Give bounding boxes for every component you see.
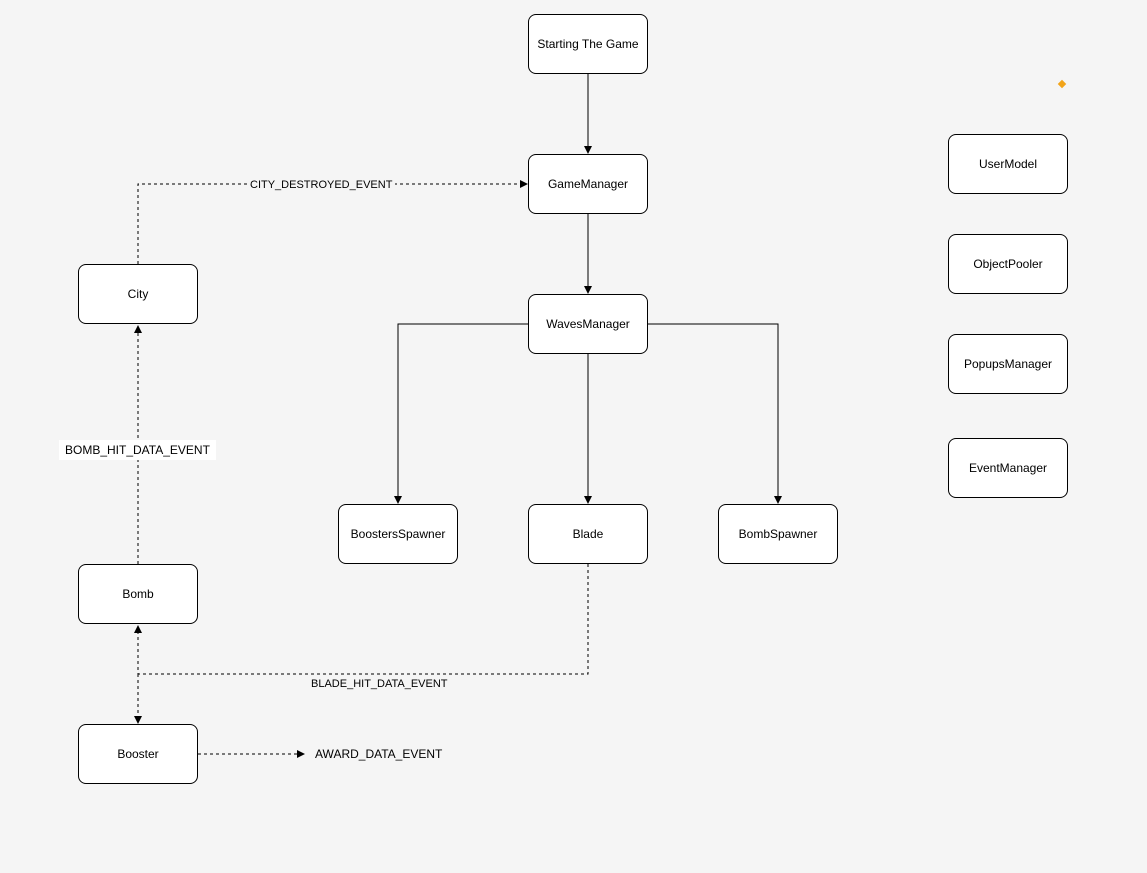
node-boosters-spawner[interactable]: BoostersSpawner xyxy=(338,504,458,564)
node-user-model[interactable]: UserModel xyxy=(948,134,1068,194)
edge-wavesmanager-to-bombspawner[interactable] xyxy=(648,323,782,504)
node-bomb[interactable]: Bomb xyxy=(78,564,198,624)
blade-hit-data-event-label: BLADE_HIT_DATA_EVENT xyxy=(308,677,451,691)
node-object-pooler[interactable]: ObjectPooler xyxy=(948,234,1068,294)
award-data-event-label: AWARD_DATA_EVENT xyxy=(315,747,443,761)
edge-city-to-gamemanager[interactable] xyxy=(137,180,528,264)
city-destroyed-event-label: CITY_DESTROYED_EVENT xyxy=(247,178,396,192)
node-blade[interactable]: Blade xyxy=(528,504,648,564)
node-popups-manager[interactable]: PopupsManager xyxy=(948,334,1068,394)
node-booster[interactable]: Booster xyxy=(78,724,198,784)
node-city[interactable]: City xyxy=(78,264,198,324)
bomb-hit-data-event-label: BOMB_HIT_DATA_EVENT xyxy=(59,440,216,460)
edge-wavesmanager-to-boostersspawner[interactable] xyxy=(394,323,528,504)
node-game-manager[interactable]: GameManager xyxy=(528,154,648,214)
node-starting-the-game[interactable]: Starting The Game xyxy=(528,14,648,74)
node-event-manager[interactable]: EventManager xyxy=(948,438,1068,498)
node-bomb-spawner[interactable]: BombSpawner xyxy=(718,504,838,564)
node-waves-manager[interactable]: WavesManager xyxy=(528,294,648,354)
edge-blade-to-bomb[interactable] xyxy=(134,564,589,675)
